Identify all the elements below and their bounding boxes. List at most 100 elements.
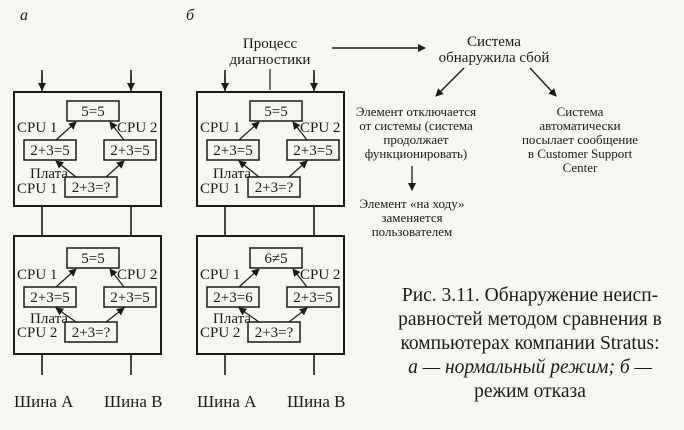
calc-box-right — [286, 286, 340, 308]
arrow-calc-to-compare-right — [292, 268, 308, 288]
notify-line4: в Customer Support — [528, 146, 633, 161]
arrow-input-to-calc-right — [288, 160, 308, 178]
arrow-input-to-calc-right — [105, 307, 125, 323]
failure-label-line2: обнаружила сбой — [439, 50, 550, 66]
board-label: Плата — [30, 166, 68, 182]
calc-box-left — [23, 286, 77, 308]
arrow-input-to-calc-right — [288, 307, 308, 323]
cpu-left-label: CPU 1 — [200, 120, 240, 136]
input-box — [247, 321, 301, 343]
cpu-left-label: CPU 1 — [17, 267, 57, 283]
notify-line2: автоматически — [539, 118, 620, 133]
cpu-right-label: CPU 2 — [117, 267, 157, 283]
disconnect-line3: продолжает — [383, 132, 449, 147]
input-box — [247, 176, 301, 198]
compare-result: 5=5 — [81, 104, 104, 120]
calc-left: 2+3=6 — [213, 290, 253, 306]
replace-line2: заменяется — [381, 210, 442, 225]
calc-box-right — [286, 139, 340, 161]
board-bottom-b: 6≠5 CPU 1 CPU 2 2+3=6 2+3=5 Плата CPU 2 … — [196, 235, 345, 355]
calc-left: 2+3=5 — [213, 143, 252, 159]
calc-right: 2+3=5 — [293, 143, 332, 159]
board-cpu-label: CPU 2 — [17, 325, 57, 341]
compare-box — [66, 247, 120, 269]
calc-box-right — [103, 139, 157, 161]
arrow-calc-to-compare-left — [55, 121, 77, 141]
input-query: 2+3=? — [72, 180, 111, 196]
arrow-calc-to-compare-left — [238, 268, 260, 288]
failure-flow: Система обнаружила сбой Элемент отключае… — [332, 34, 638, 239]
cpu-left-label: CPU 1 — [200, 267, 240, 283]
caption-line1: Рис. 3.11. Обнаружение неисп- — [401, 285, 659, 306]
disconnect-line1: Элемент отключается — [356, 104, 476, 119]
replace-line1: Элемент «на ходу» — [359, 196, 464, 211]
input-query: 2+3=? — [255, 325, 294, 341]
caption-line5: режим отказа — [474, 381, 586, 402]
diagnostics-label-line1: Процесс — [243, 36, 298, 52]
failure-label-line1: Система — [467, 34, 521, 50]
cpu-right-label: CPU 2 — [300, 267, 340, 283]
board-top-a: 5=5 CPU 1 CPU 2 2+3=5 2+3=5 Плата CPU 1 … — [13, 75, 162, 207]
bus-a-label: Шина A — [14, 392, 74, 411]
arrow-input-to-calc-right — [105, 160, 125, 178]
disconnect-line2: от системы (система — [359, 118, 473, 133]
arrow-input-to-calc-left — [55, 160, 77, 178]
board-cpu-label: CPU 2 — [200, 325, 240, 341]
board-bottom-a: 5=5 CPU 1 CPU 2 2+3=5 2+3=5 Плата CPU 2 … — [13, 235, 162, 355]
board-cpu-label: CPU 1 — [17, 181, 57, 197]
panel-letter-b: б — [186, 7, 195, 24]
notify-line3: посылает сообщение — [522, 132, 638, 147]
caption-line3: компьютерах компании Stratus: — [400, 333, 660, 354]
arrow-calc-to-compare-left — [238, 121, 260, 141]
arrow-calc-to-compare-right — [109, 268, 125, 288]
calc-right: 2+3=5 — [293, 290, 332, 306]
cpu-right-label: CPU 2 — [117, 120, 157, 136]
calc-left: 2+3=5 — [30, 143, 69, 159]
panel-a: а 5=5 CPU 1 CPU 2 2+3=5 2+3=5 Плата CPU … — [13, 7, 162, 411]
bus-b-label: Шина B — [104, 392, 162, 411]
cpu-right-label: CPU 2 — [300, 120, 340, 136]
arrow-calc-to-compare-right — [292, 121, 308, 141]
caption-line4: а — нормальный режим; б — — [408, 357, 652, 378]
input-query: 2+3=? — [255, 180, 294, 196]
board-label: Плата — [213, 166, 251, 182]
replace-line3: пользователем — [372, 224, 453, 239]
input-box — [64, 321, 118, 343]
arrow-failure-to-disconnect — [435, 67, 465, 97]
calc-box-left — [23, 139, 77, 161]
board-cpu-label: CPU 1 — [200, 181, 240, 197]
disconnect-line4: функционировать) — [365, 146, 468, 161]
compare-box — [66, 100, 120, 122]
arrow-failure-to-notify — [529, 67, 557, 97]
calc-box-left — [206, 286, 260, 308]
figure-caption: Рис. 3.11. Обнаружение неисп- равностей … — [380, 284, 680, 404]
compare-result: 6≠5 — [264, 251, 287, 267]
notify-line1: Система — [557, 104, 604, 119]
diagnostics-label-line2: диагностики — [230, 52, 311, 68]
panel-b: б 5=5 CPU 1 CPU 2 2+3=5 2+3=5 Плата CPU … — [186, 7, 345, 411]
compare-result: 5=5 — [81, 251, 104, 267]
board-top-b: 5=5 CPU 1 CPU 2 2+3=5 2+3=5 Плата CPU 1 … — [196, 75, 345, 207]
compare-box — [249, 100, 303, 122]
arrow-input-to-calc-left — [238, 307, 260, 323]
calc-right: 2+3=5 — [110, 143, 149, 159]
cpu-left-label: CPU 1 — [17, 120, 57, 136]
calc-left: 2+3=5 — [30, 290, 69, 306]
notify-line5: Center — [563, 160, 598, 175]
compare-box — [249, 247, 303, 269]
calc-box-right — [103, 286, 157, 308]
arrow-input-to-calc-left — [238, 160, 260, 178]
input-query: 2+3=? — [72, 325, 111, 341]
panel-letter-a: а — [20, 7, 28, 24]
arrow-input-to-calc-left — [55, 307, 77, 323]
bus-b-label: Шина B — [287, 392, 345, 411]
arrow-calc-to-compare-left — [55, 268, 77, 288]
calc-right: 2+3=5 — [110, 290, 149, 306]
caption-line2: равностей методом сравнения в — [398, 309, 662, 330]
bus-a-label: Шина A — [197, 392, 257, 411]
input-box — [64, 176, 118, 198]
arrow-calc-to-compare-right — [109, 121, 125, 141]
compare-result: 5=5 — [264, 104, 287, 120]
